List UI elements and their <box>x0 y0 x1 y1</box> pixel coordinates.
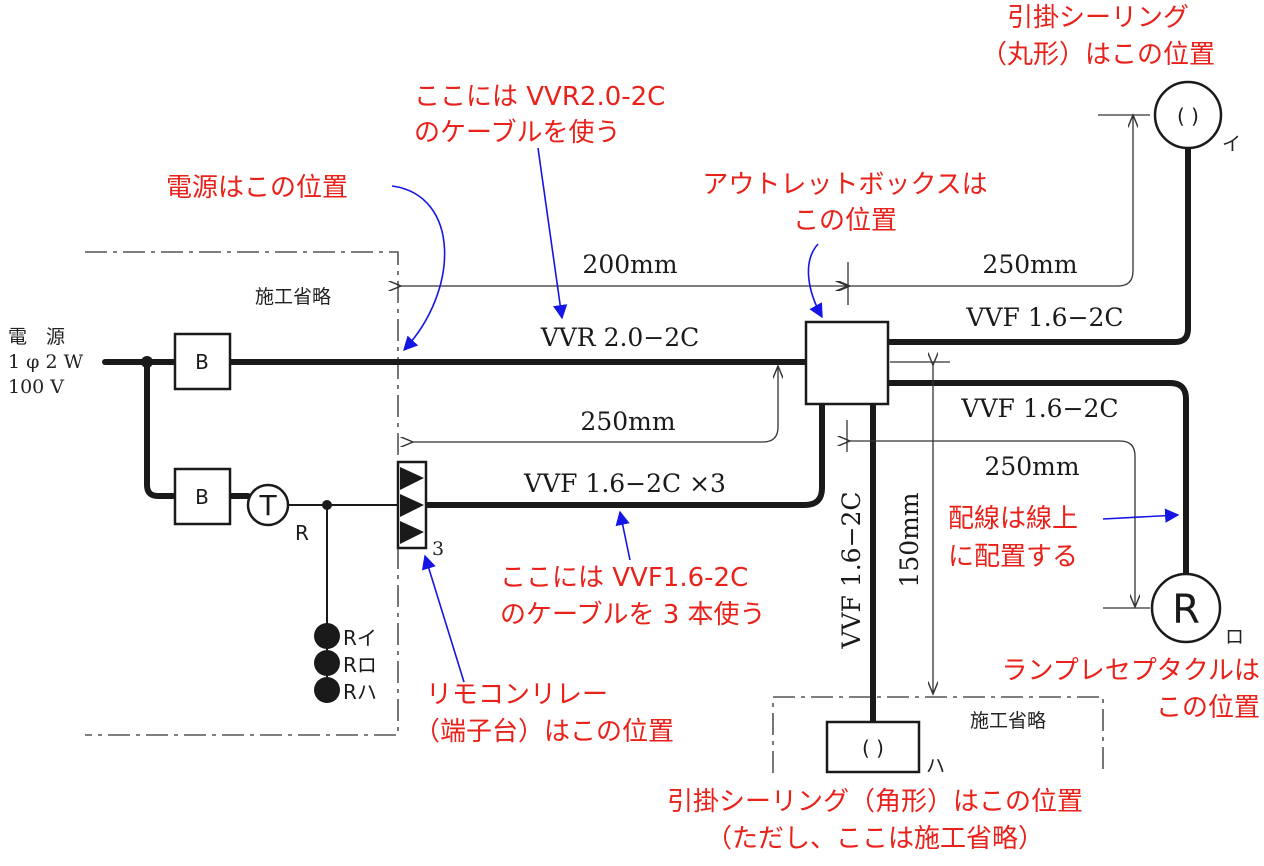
omit-label-bottom: 施工省略 <box>970 710 1046 732</box>
cable-upper-right-label: VVF 1.6−2C <box>965 303 1123 332</box>
terminal-triangle-3 <box>400 521 424 544</box>
outlet-box <box>804 320 890 406</box>
cable-vertical-label: VVF 1.6−2C <box>837 491 866 649</box>
arrow-relay <box>421 554 465 683</box>
ceiling-square-mark: ハ <box>926 755 945 777</box>
note-ceiling-square-1: 引掛シーリング（角形）はこの位置 <box>667 787 1083 817</box>
ceiling-square-inner: ( ) <box>862 736 884 760</box>
receptacle-symbol-label: R <box>1172 587 1200 633</box>
junction-dot-control <box>322 500 332 510</box>
cable-lower-right-label: VVF 1.6−2C <box>960 394 1118 423</box>
arrow-vvr <box>537 147 568 320</box>
dim-top-right-label: 250mm <box>982 250 1077 279</box>
wire-to-ceiling-round <box>885 145 1191 345</box>
cable-remote-label: VVF 1.6−2C ×3 <box>523 469 726 498</box>
note-relay-1: リモコンリレー <box>426 680 608 710</box>
junction-dot-main <box>141 356 153 368</box>
dim-top-left-label: 200mm <box>582 250 677 279</box>
omit-region-left <box>85 251 399 736</box>
note-wiring-2: に配置する <box>948 542 1078 572</box>
relay-label-3: Rハ <box>343 680 377 704</box>
transformer-label: T <box>258 489 277 522</box>
wire-branch-down <box>144 359 178 499</box>
note-vvf-1: ここには VVF1.6-2C <box>500 563 748 593</box>
dim-vertical-label: 150mm <box>895 492 924 587</box>
receptacle-mark: ロ <box>1225 626 1244 648</box>
note-ceiling-round-1: 引掛シーリング <box>1007 3 1189 33</box>
relay-dot-1 <box>314 623 340 649</box>
wire-remote-vvf <box>425 402 825 508</box>
wire-to-receptacle <box>885 380 1189 585</box>
breaker-lower-label: B <box>195 485 209 509</box>
power-label-1: 電 源 <box>8 326 65 348</box>
note-receptacle-1: ランプレセプタクルは <box>1002 656 1260 686</box>
power-label-3: 100 V <box>8 376 64 398</box>
relay-dot-3 <box>314 677 340 703</box>
omit-region-bottom <box>772 696 1104 773</box>
dim-middle-left-label: 250mm <box>580 407 675 436</box>
arrow-wiring <box>1102 508 1180 523</box>
omit-label-left: 施工省略 <box>255 286 331 308</box>
breaker-upper-label: B <box>195 350 209 374</box>
breaker-lower <box>173 467 232 526</box>
breaker-upper <box>173 332 232 391</box>
dim-top-right-line <box>849 116 1133 286</box>
arrow-power <box>391 185 446 352</box>
relay-label-2: Rロ <box>343 653 377 677</box>
note-outlet-1: アウトレットボックスは <box>702 170 987 200</box>
cable-main-label: VVR 2.0−2C <box>540 323 700 352</box>
ceiling-round-mark: イ <box>1222 133 1241 155</box>
note-vvf-2: のケーブルを 3 本使う <box>500 600 766 630</box>
note-ceiling-square-2: （ただし、ここは施工省略） <box>706 824 1044 854</box>
note-vvr-1: ここには VVR2.0-2C <box>414 82 665 112</box>
note-power: 電源はこの位置 <box>166 173 348 203</box>
dim-right-lower-label: 250mm <box>984 452 1079 481</box>
note-ceiling-round-2: （丸形）はこの位置 <box>981 40 1215 70</box>
transformer-sub: R <box>295 521 309 545</box>
arrow-outlet <box>807 243 823 319</box>
note-receptacle-2: この位置 <box>1156 693 1260 723</box>
transformer <box>246 483 290 527</box>
terminal-count: 3 <box>432 538 444 560</box>
receptacle-symbol <box>1150 572 1222 644</box>
arrow-vvf <box>615 510 631 561</box>
ceiling-round-symbol <box>1153 80 1223 150</box>
dim-right-lower-line <box>849 441 1135 606</box>
power-label-2: 1 φ 2 W <box>8 351 84 373</box>
note-relay-2: （端子台）はこの位置 <box>414 717 674 747</box>
note-outlet-2: この位置 <box>793 206 897 236</box>
relay-dot-2 <box>314 650 340 676</box>
ceiling-square-symbol <box>825 720 921 774</box>
dim-middle-left-line <box>412 367 778 442</box>
note-wiring-1: 配線は線上 <box>948 504 1078 534</box>
terminal-triangle-2 <box>400 494 424 517</box>
terminal-triangle-1 <box>400 467 424 490</box>
ceiling-round-inner: ( ) <box>1177 104 1199 128</box>
note-vvr-2: のケーブルを使う <box>414 118 620 148</box>
relay-label-1: Rイ <box>343 626 377 650</box>
